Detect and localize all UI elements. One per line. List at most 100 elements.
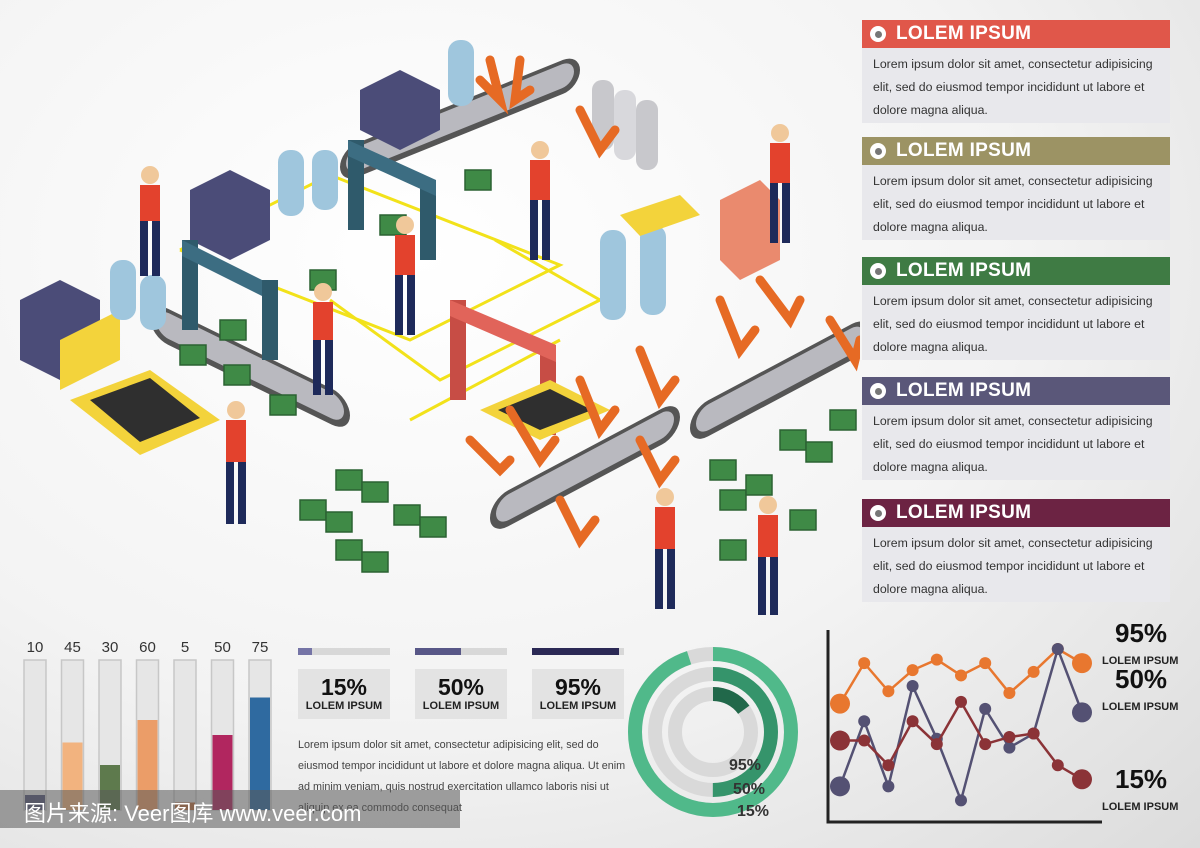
panel-text: Lorem ipsum dolor sit amet, consectetur … <box>862 285 1170 360</box>
bar-value-label: 75 <box>252 639 269 656</box>
line-point <box>930 653 943 666</box>
ring-label: 95% <box>729 757 761 774</box>
watermark-banner: 图片来源: Veer图库 www.veer.com <box>0 790 460 828</box>
worker <box>530 141 550 260</box>
machines <box>20 40 780 455</box>
line-point <box>858 715 871 728</box>
worker <box>758 496 778 615</box>
gate-teal-1 <box>182 240 278 360</box>
progress-box: 50%LOLEM IPSUM <box>415 669 507 719</box>
panel-title: LOLEM IPSUM <box>896 23 1032 44</box>
line-point <box>906 715 919 728</box>
line-point <box>882 685 895 698</box>
line-point <box>1027 665 1040 678</box>
line-point <box>882 780 895 793</box>
series-end-label: LOLEM IPSUM <box>1102 655 1178 667</box>
line-point <box>1072 702 1092 723</box>
line-point <box>955 794 967 807</box>
line-point <box>858 657 871 670</box>
line-point <box>1051 643 1064 656</box>
bar-value-label: 50 <box>214 639 231 656</box>
panel-header: LOLEM IPSUM <box>862 499 1170 527</box>
bullet-icon <box>870 383 886 399</box>
bar-value-label: 45 <box>64 639 81 656</box>
series-end-value: 95% <box>1115 622 1167 648</box>
worker <box>770 124 790 243</box>
line-point <box>1072 769 1092 790</box>
worker <box>226 401 246 524</box>
ring-arc <box>628 647 798 817</box>
line-point <box>955 669 967 682</box>
bar-track <box>173 659 197 811</box>
progress-value: 50% <box>437 674 485 700</box>
panel-header: LOLEM IPSUM <box>862 257 1170 285</box>
machine-purple-1 <box>20 280 120 390</box>
bullet-icon <box>870 143 886 159</box>
line-point <box>858 734 871 747</box>
bullet-icon <box>870 26 886 42</box>
panel-title: LOLEM IPSUM <box>896 260 1032 281</box>
bar-track <box>23 659 47 811</box>
bar-value-label: 5 <box>181 639 189 656</box>
ring-chart: 95%50%15% <box>628 647 798 820</box>
line-series <box>840 699 1083 781</box>
line-point <box>1003 741 1016 754</box>
series-end-label: LOLEM IPSUM <box>1102 701 1178 713</box>
progress-value: 95% <box>554 674 602 700</box>
chart-axes <box>826 630 1102 824</box>
line-point <box>930 738 943 751</box>
ring-arc <box>668 687 758 777</box>
bar-value-label: 10 <box>27 639 44 656</box>
panel-header: LOLEM IPSUM <box>862 20 1170 48</box>
machine-purple-2 <box>190 170 270 260</box>
line-point <box>1003 731 1016 744</box>
robot-arms <box>465 55 860 549</box>
factory-illustration <box>20 40 860 615</box>
green-crates <box>179 169 857 573</box>
ring-arc <box>648 667 778 797</box>
panel-text: Lorem ipsum dolor sit amet, consectetur … <box>862 527 1170 602</box>
progress-widget: 95%LOLEM IPSUM <box>532 648 624 719</box>
progress-label: LOLEM IPSUM <box>539 700 617 712</box>
info-panel: LOLEM IPSUM Lorem ipsum dolor sit amet, c… <box>862 499 1170 602</box>
line-point <box>1051 759 1064 772</box>
progress-value: 15% <box>320 674 368 700</box>
conveyor-3 <box>490 406 680 529</box>
series-end-label: LOLEM IPSUM <box>1102 801 1178 813</box>
progress-label: LOLEM IPSUM <box>305 700 383 712</box>
ring-label: 15% <box>737 803 769 820</box>
tanks-1 <box>110 260 166 330</box>
panel-header: LOLEM IPSUM <box>862 137 1170 165</box>
line-point <box>882 759 895 772</box>
progress-widget: 15%LOLEM IPSUM <box>298 648 390 719</box>
line-point <box>1072 653 1092 674</box>
line-point <box>906 664 919 677</box>
conveyor-4 <box>690 321 860 439</box>
bullet-icon <box>870 263 886 279</box>
bar <box>137 720 158 810</box>
progress-fill <box>532 648 620 655</box>
progress-fill <box>298 648 312 655</box>
bar <box>250 697 270 810</box>
panel-header: LOLEM IPSUM <box>862 377 1170 405</box>
line-point <box>830 693 850 714</box>
panel-text: Lorem ipsum dolor sit amet, consectetur … <box>862 165 1170 240</box>
gate-teal-2 <box>348 140 436 260</box>
bar-value-label: 30 <box>102 639 119 656</box>
yellow-trays <box>70 195 700 455</box>
machine-orange <box>720 180 780 280</box>
line-point <box>955 695 967 708</box>
panel-text: Lorem ipsum dolor sit amet, consectetur … <box>862 48 1170 123</box>
line-point <box>979 738 992 751</box>
panel-title: LOLEM IPSUM <box>896 502 1032 523</box>
progress-bar <box>298 648 390 655</box>
line-point <box>830 730 850 751</box>
line-point <box>1027 727 1040 740</box>
series-end-value: 50% <box>1115 664 1167 694</box>
info-panel: LOLEM IPSUM Lorem ipsum dolor sit amet, c… <box>862 257 1170 360</box>
progress-box: 95%LOLEM IPSUM <box>532 669 624 719</box>
worker <box>313 283 333 395</box>
